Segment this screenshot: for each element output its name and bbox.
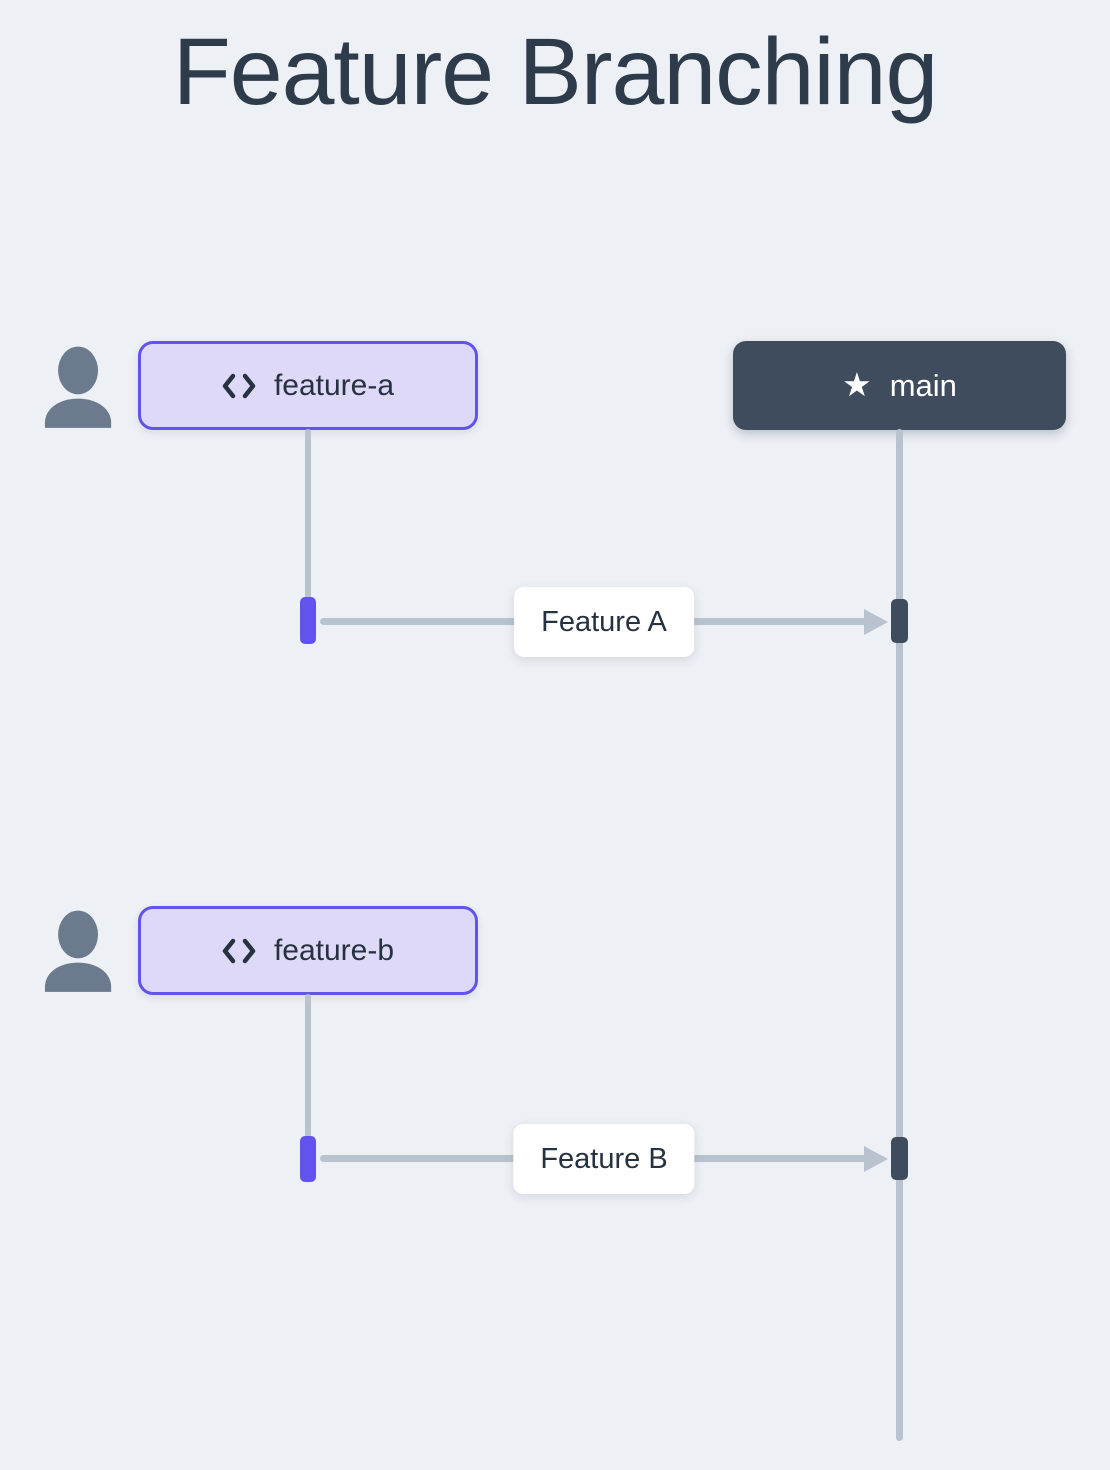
lifeline-feature-b: [305, 994, 311, 1138]
code-brackets-icon: [222, 937, 256, 965]
branch-label-main: main: [889, 367, 957, 403]
star-icon: ★: [842, 365, 872, 404]
user-icon: [43, 345, 117, 429]
branch-pill-feature-a: feature-a: [138, 341, 478, 430]
arrowhead-icon: [864, 1146, 888, 1172]
lifeline-main: [896, 429, 903, 1441]
diagram-title: Feature Branching: [172, 19, 939, 125]
arrowhead-icon: [864, 609, 888, 635]
activation-bar-feature-a: [300, 597, 316, 644]
activation-bar-feature-b: [300, 1136, 316, 1182]
user-icon: [43, 909, 117, 993]
branch-pill-feature-b: feature-b: [138, 906, 478, 995]
activation-bar-main-2: [891, 1137, 908, 1180]
branch-label-feature-b: feature-b: [273, 933, 395, 967]
lifeline-feature-a: [305, 429, 311, 599]
code-brackets-icon: [222, 372, 256, 400]
message-label-feature-a: Feature A: [514, 587, 694, 657]
branch-pill-main: ★ main: [733, 341, 1066, 430]
message-label-feature-b: Feature B: [513, 1124, 695, 1194]
branch-label-feature-a: feature-a: [273, 368, 395, 402]
activation-bar-main-1: [891, 599, 908, 643]
